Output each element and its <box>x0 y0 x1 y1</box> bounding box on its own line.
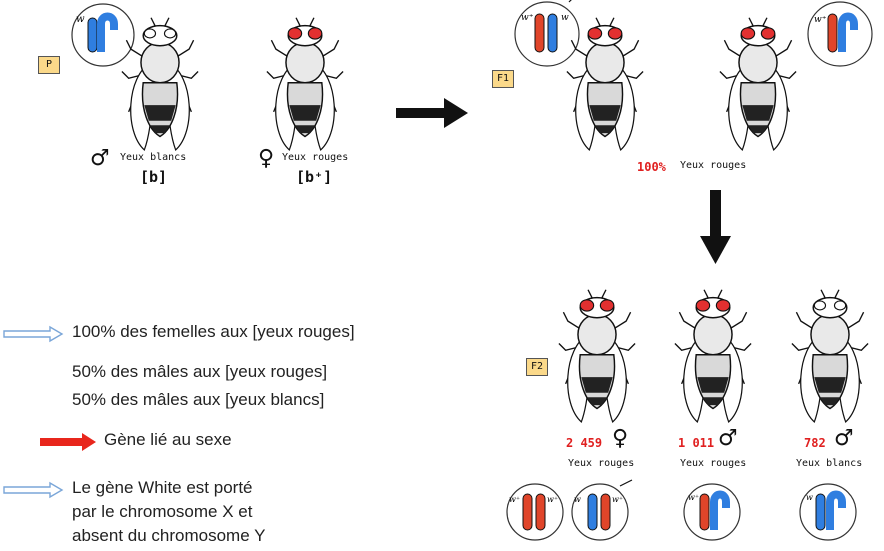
f1-phenotype: Yeux rouges <box>680 160 747 171</box>
f2-count-females: 2 459 <box>566 436 603 450</box>
generation-label-p: P <box>38 56 60 74</box>
svg-text:w⁺: w⁺ <box>521 13 534 23</box>
generation-label-f1: F1 <box>492 70 514 88</box>
svg-text:w⁺: w⁺ <box>814 15 827 25</box>
note-sex-linked: Gène lié au sexe <box>104 430 232 449</box>
f2-male-white-symbol: ♂ <box>834 426 854 451</box>
f2-male-white-phenotype: Yeux blancs <box>796 458 863 469</box>
note-arrow-blue-1 <box>3 325 64 343</box>
f2-genotype-circle-4: w <box>799 483 857 541</box>
male-genotype: [b] <box>140 168 168 186</box>
svg-text:w⁺: w⁺ <box>547 495 558 504</box>
note-arrow-red <box>40 433 96 451</box>
f2-male-white-fly <box>791 289 869 423</box>
note-males-red: 50% des mâles aux [yeux rouges] <box>72 362 328 381</box>
male-fly-white-eyes <box>121 17 199 151</box>
cross-arrow-right <box>396 98 468 128</box>
note-white-gene-2: par le chromosome X et <box>72 502 253 521</box>
f2-female-phenotype: Yeux rouges <box>568 458 635 469</box>
svg-text:w: w <box>574 495 581 504</box>
svg-text:w⁺: w⁺ <box>612 495 623 504</box>
f1-female-fly <box>566 17 644 151</box>
cross-arrow-down <box>700 190 731 264</box>
male-phenotype: Yeux blancs <box>120 152 187 163</box>
svg-text:w: w <box>806 493 813 502</box>
f2-male-red-phenotype: Yeux rouges <box>680 458 747 469</box>
allele-w-label: w <box>76 14 85 25</box>
svg-text:w⁺: w⁺ <box>688 493 699 502</box>
f2-male-red-fly <box>674 289 752 423</box>
female-phenotype: Yeux rouges <box>282 152 349 163</box>
female-symbol: ♀ <box>258 146 275 171</box>
svg-text:w⁺: w⁺ <box>509 495 520 504</box>
f1-male-fly <box>719 17 797 151</box>
f2-count-white-males: 782 <box>804 436 826 450</box>
male-symbol: ♂ <box>90 146 110 171</box>
note-white-gene-1: Le gène White est porté <box>72 478 253 497</box>
f2-female-fly <box>558 289 636 423</box>
f2-count-red-males: 1 011 <box>678 436 715 450</box>
f1-female-chromosome-circle: w⁺ w <box>514 0 580 67</box>
female-genotype: [b⁺] <box>296 168 333 186</box>
note-females: 100% des femelles aux [yeux rouges] <box>72 322 355 341</box>
generation-label-f2: F2 <box>526 358 548 376</box>
f1-percent: 100% <box>637 160 666 174</box>
f2-male-red-symbol: ♂ <box>718 426 738 451</box>
svg-text:w: w <box>561 13 569 23</box>
f2-genotype-circle-3: w⁺ <box>683 483 741 541</box>
note-white-gene-3: absent du chromosome Y <box>72 526 266 545</box>
f2-genotype-circle-2: w w⁺ <box>571 479 633 541</box>
f2-genotype-circle-1: w⁺ w⁺ <box>506 483 564 541</box>
note-males-white: 50% des mâles aux [yeux blancs] <box>72 390 325 409</box>
male-chromosome-circle: w <box>71 3 135 67</box>
note-arrow-blue-2 <box>3 481 64 499</box>
f2-female-symbol: ♀ <box>612 426 629 451</box>
f1-male-chromosome-circle: w⁺ <box>807 1 873 67</box>
female-fly-red-eyes <box>266 17 344 151</box>
